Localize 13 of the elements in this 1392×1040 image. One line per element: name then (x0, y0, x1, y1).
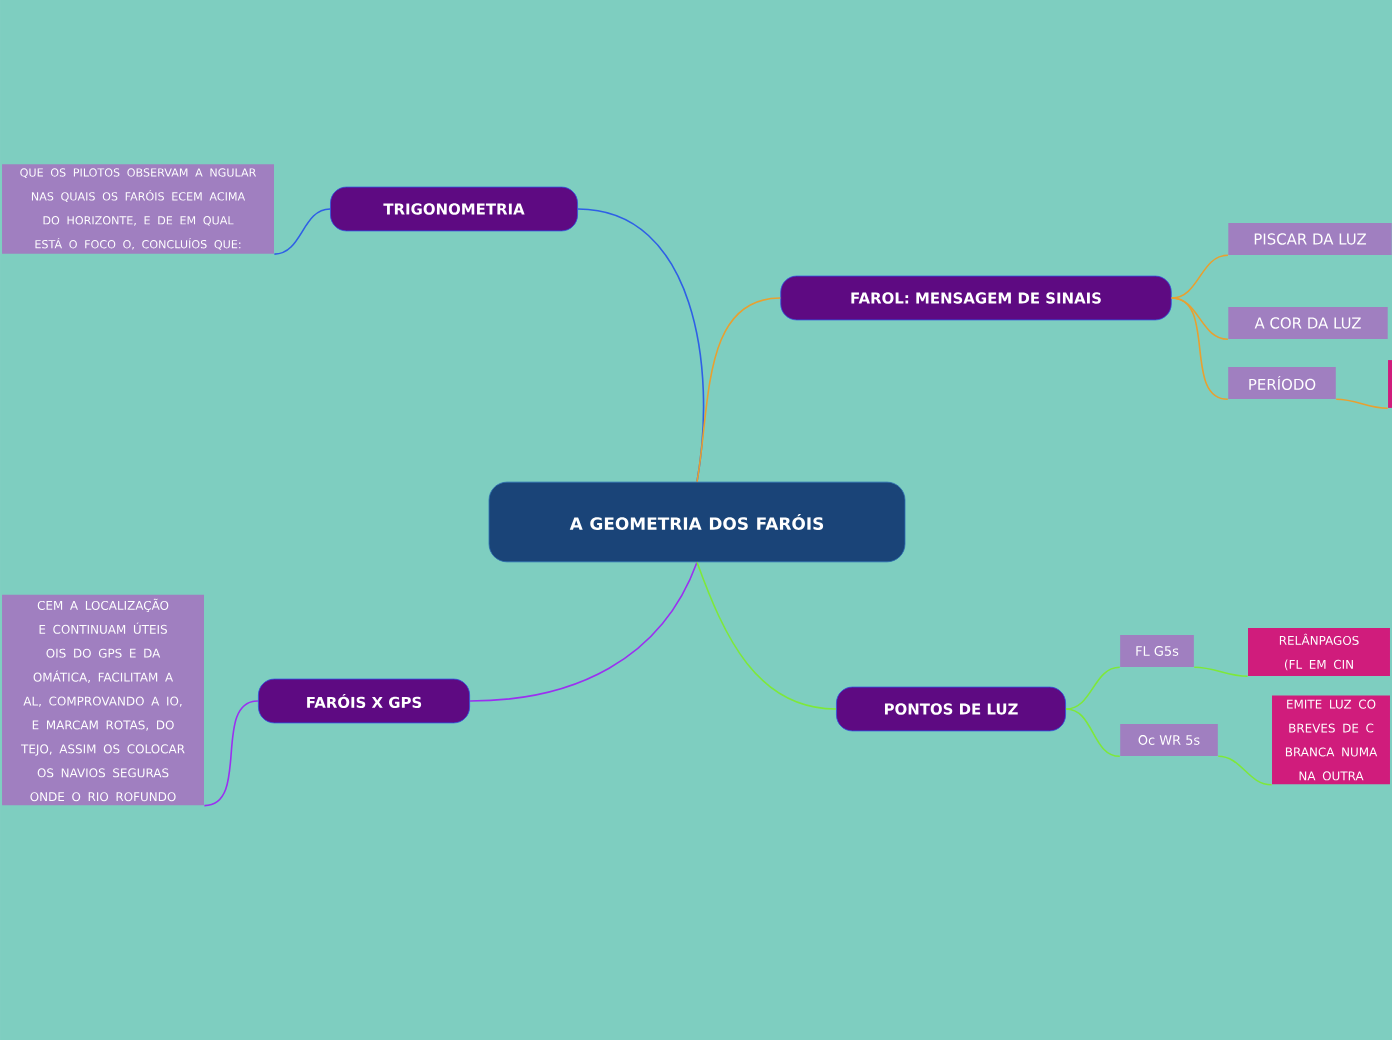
connector (1193, 666, 1249, 678)
connector (696, 297, 782, 483)
central-topic-box: A GEOMETRIA DOS FARÓIS (488, 481, 906, 563)
connector (1170, 254, 1229, 299)
connector (1065, 666, 1121, 710)
connector (1335, 398, 1389, 410)
connector (273, 208, 331, 255)
connector (469, 561, 698, 702)
connector (1065, 708, 1121, 758)
connector (1217, 755, 1273, 786)
connector (1170, 297, 1229, 401)
connector (696, 561, 837, 710)
connector (203, 700, 259, 807)
